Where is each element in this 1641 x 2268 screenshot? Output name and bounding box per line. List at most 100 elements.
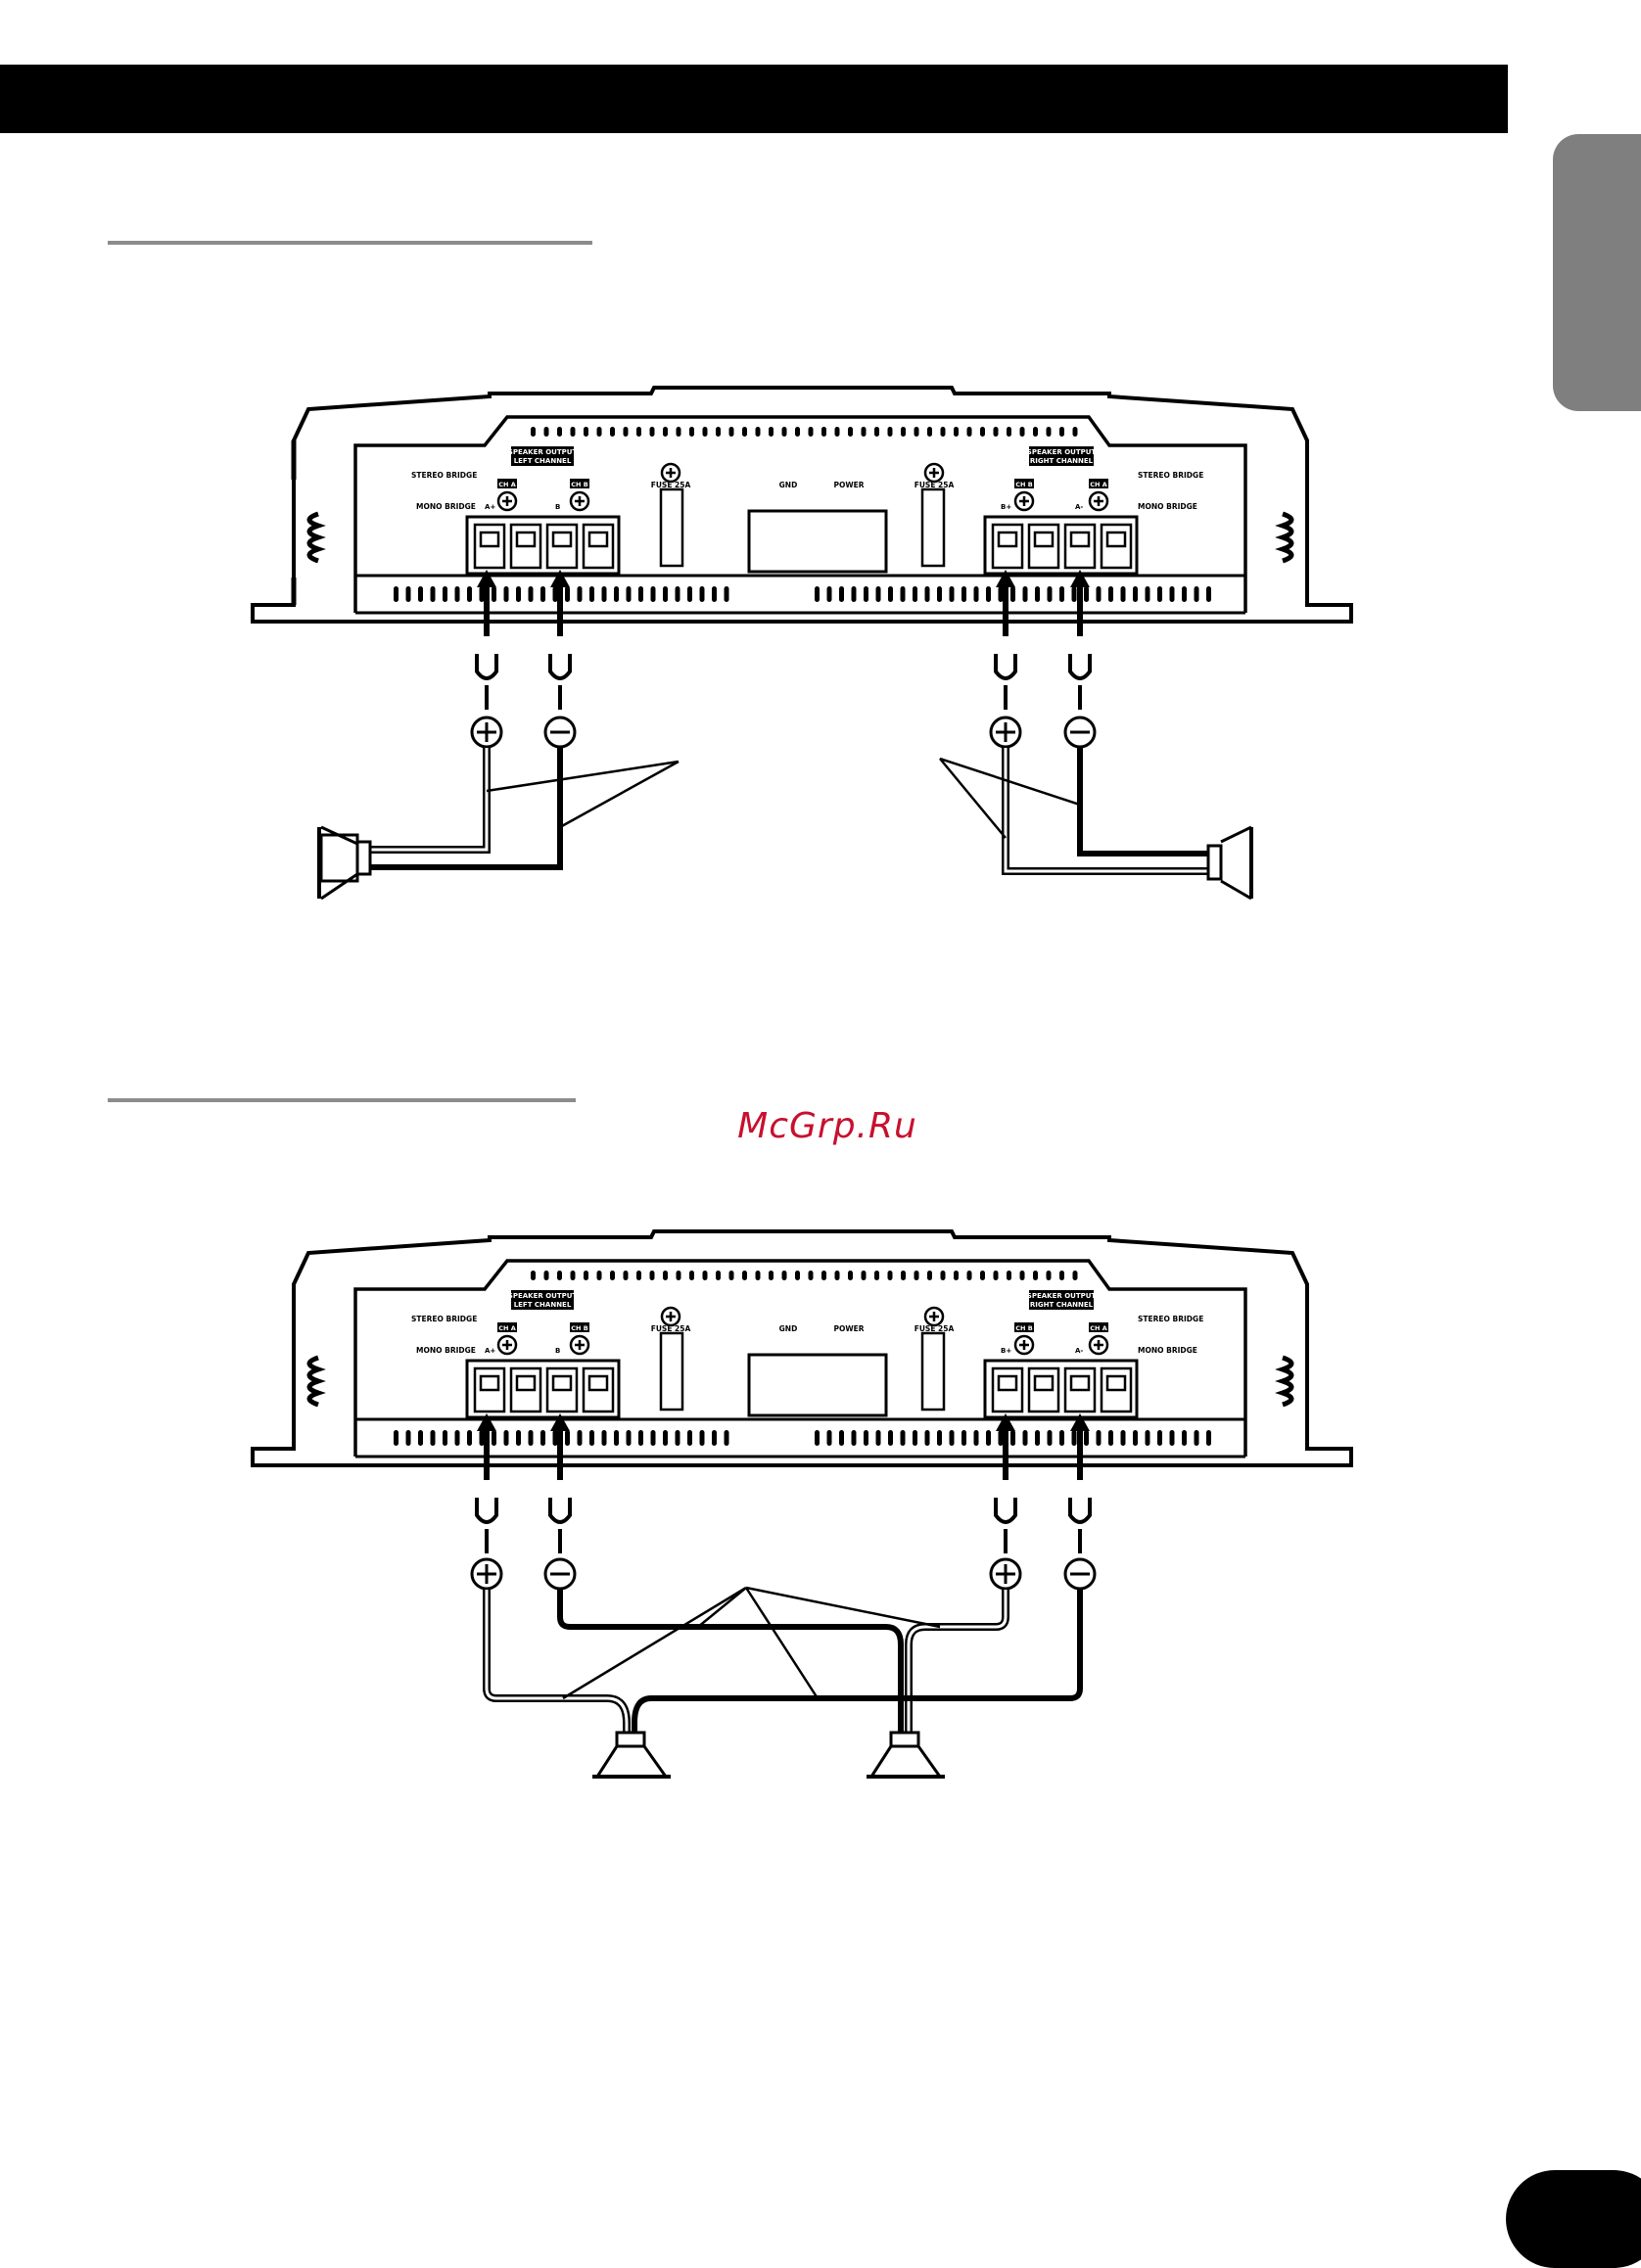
screw-icon xyxy=(1013,490,1035,512)
vent-slot xyxy=(1047,586,1053,602)
terminal-clamp xyxy=(587,531,609,548)
vent-slot xyxy=(742,427,747,437)
vent-slot xyxy=(864,586,868,602)
mono-bridge-label-right: MONO BRIDGE xyxy=(1138,1346,1197,1355)
leader-lines-bridged xyxy=(562,1586,941,1700)
spade-connector-icon xyxy=(475,654,498,710)
vent-slot xyxy=(986,1430,991,1446)
vent-slot xyxy=(1019,1271,1025,1280)
arrowhead-right-plus xyxy=(996,1413,1015,1431)
screw-icon xyxy=(923,1306,945,1327)
vent-slot xyxy=(418,586,423,602)
arrowhead-right-minus xyxy=(1070,570,1090,587)
vent-slot xyxy=(430,1430,436,1446)
vent-slot xyxy=(875,586,881,602)
vent-slot xyxy=(636,427,641,437)
stereo-connection-diagram: SPEAKER OUTPUT LEFT CHANNEL STEREO BRIDG… xyxy=(251,386,1353,901)
arrowhead-left-plus xyxy=(477,570,496,587)
right-output-label-1: SPEAKER OUTPUT xyxy=(1027,1292,1097,1300)
vent-slot xyxy=(821,427,826,437)
left-output-label-1: SPEAKER OUTPUT xyxy=(508,448,578,456)
vent-slot xyxy=(601,586,607,602)
section-rule-bridged xyxy=(108,1098,576,1102)
spade-connector-icon xyxy=(1068,654,1092,710)
vent-slot xyxy=(1194,1430,1199,1446)
cable-left-plus xyxy=(367,748,491,854)
vent-slot xyxy=(516,586,521,602)
vent-slot xyxy=(724,586,729,602)
vent-slot xyxy=(874,1271,879,1280)
vent-slot xyxy=(913,586,917,602)
left-fins xyxy=(306,511,326,564)
right-output-label-1: SPEAKER OUTPUT xyxy=(1027,448,1097,456)
vent-slot xyxy=(924,586,930,602)
cable-right-minus xyxy=(1077,748,1210,856)
vent-slot xyxy=(1182,1430,1187,1446)
vent-slot xyxy=(980,1271,985,1280)
ch-b-box-left xyxy=(570,479,589,488)
left-output-label-2: LEFT CHANNEL xyxy=(514,1301,572,1309)
vent-slot xyxy=(940,427,946,437)
vent-slot xyxy=(851,586,857,602)
fuse-holder-left xyxy=(659,1331,684,1412)
vent-slots-top xyxy=(531,427,1078,437)
vent-slot xyxy=(913,1430,917,1446)
vent-slot xyxy=(834,1271,840,1280)
power-block xyxy=(747,1353,888,1417)
vent-slot xyxy=(557,427,562,437)
vent-slot xyxy=(1096,586,1102,602)
vent-slot xyxy=(815,1430,820,1446)
terminal-clamp xyxy=(515,531,537,548)
terminal-clamp xyxy=(551,531,573,548)
leader-lines-right xyxy=(939,757,1081,839)
vent-slot xyxy=(1108,586,1113,602)
vent-slot xyxy=(531,1271,536,1280)
vent-slot xyxy=(769,427,774,437)
vent-slot xyxy=(724,1430,729,1446)
vent-slot xyxy=(848,427,853,437)
ch-a-left: CH A xyxy=(498,1324,516,1332)
fuse-label-right: FUSE 25A xyxy=(914,1324,955,1333)
vent-slot xyxy=(1019,427,1025,437)
gnd-label: GND xyxy=(779,1324,798,1333)
vent-slot xyxy=(937,1430,942,1446)
screw-icon xyxy=(496,1334,518,1356)
vent-slot xyxy=(1169,586,1175,602)
vent-slot xyxy=(1108,1430,1113,1446)
vent-slot xyxy=(443,586,447,602)
vent-slot xyxy=(914,1271,919,1280)
watermark: McGrp.Ru xyxy=(737,1106,917,1146)
stereo-bridge-label-left: STEREO BRIDGE xyxy=(411,1315,477,1323)
vent-slot xyxy=(980,427,985,437)
fuse-holder-left xyxy=(659,487,684,568)
ch-b-left: CH B xyxy=(571,481,587,488)
vent-slot xyxy=(954,1271,959,1280)
vent-slot xyxy=(742,1271,747,1280)
vent-slot xyxy=(1047,1430,1053,1446)
vent-slot xyxy=(887,427,893,437)
plus-terminal-icon xyxy=(989,716,1022,749)
vent-slot xyxy=(888,1430,893,1446)
terminal-clamp xyxy=(1105,531,1127,548)
ch-a-right: CH A xyxy=(1090,1324,1107,1332)
vent-slot xyxy=(1096,1430,1102,1446)
right-fins xyxy=(1275,511,1294,564)
plus-terminal-icon xyxy=(470,716,503,749)
vent-slot xyxy=(649,427,655,437)
vent-slot xyxy=(716,1271,721,1280)
vent-slot xyxy=(503,586,509,602)
vent-slot xyxy=(601,1430,607,1446)
vent-slot xyxy=(405,586,411,602)
vent-slot xyxy=(1133,586,1138,602)
vent-slot xyxy=(1120,1430,1126,1446)
vent-slot xyxy=(961,586,966,602)
vent-slot xyxy=(848,1271,853,1280)
vent-slot xyxy=(610,1271,615,1280)
minus-terminal-icon xyxy=(1063,1557,1097,1591)
vent-slot xyxy=(949,1430,955,1446)
cable-right-minus xyxy=(632,1590,1083,1737)
vent-slot xyxy=(418,1430,423,1446)
a-plus-left: A+ xyxy=(485,1347,495,1355)
vent-slot xyxy=(1046,427,1052,437)
power-block xyxy=(747,509,888,574)
